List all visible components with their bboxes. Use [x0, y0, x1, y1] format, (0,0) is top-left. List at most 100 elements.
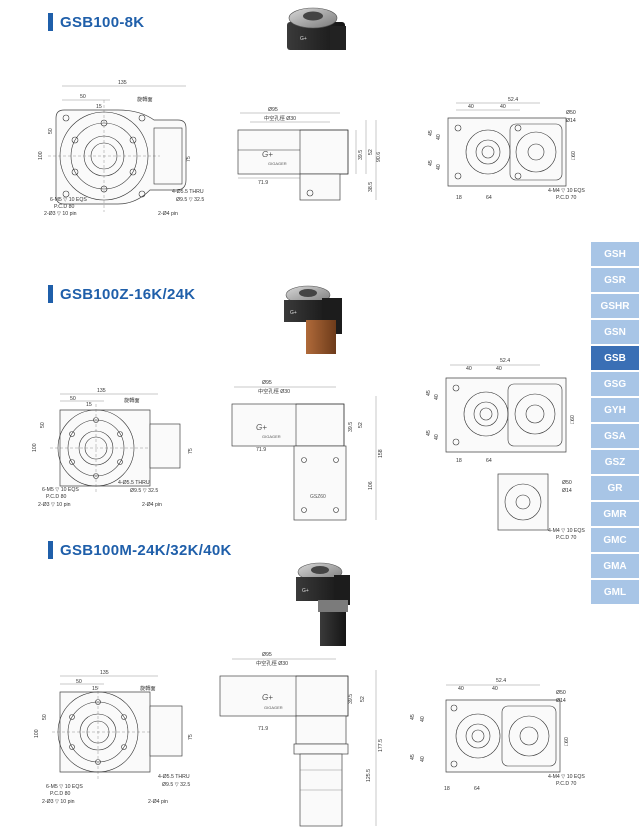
svg-text:50: 50	[80, 94, 86, 100]
svg-text:中空孔徑 Ø30: 中空孔徑 Ø30	[258, 387, 290, 395]
svg-text:40: 40	[458, 686, 464, 692]
svg-text:64: 64	[486, 195, 492, 201]
svg-text:52: 52	[358, 422, 364, 428]
svg-text:40: 40	[496, 366, 502, 372]
svg-text:旋轉面: 旋轉面	[140, 684, 156, 692]
section-title-gsb100z: GSB100Z-16K/24K	[48, 284, 195, 304]
svg-text:Ø50: Ø50	[556, 690, 566, 696]
svg-text:45: 45	[426, 390, 432, 396]
svg-text:2-Ø4 pin: 2-Ø4 pin	[158, 211, 178, 217]
svg-text:G+: G+	[256, 423, 267, 432]
svg-text:2-Ø3 ▽ 10 pin: 2-Ø3 ▽ 10 pin	[42, 799, 75, 805]
svg-text:15: 15	[92, 686, 98, 692]
svg-text:125.5: 125.5	[366, 769, 372, 782]
svg-text:中空孔徑 Ø30: 中空孔徑 Ø30	[264, 114, 296, 122]
tab-gsn[interactable]: GSN	[591, 320, 639, 344]
svg-text:75: 75	[188, 448, 194, 454]
svg-text:40: 40	[500, 104, 506, 110]
svg-text:100: 100	[38, 151, 44, 160]
svg-text:P.C.D 70: P.C.D 70	[556, 781, 576, 787]
svg-text:2-Ø4 pin: 2-Ø4 pin	[148, 799, 168, 805]
tab-gshr[interactable]: GSHR	[591, 294, 639, 318]
svg-text:40: 40	[436, 134, 442, 140]
tab-gma[interactable]: GMA	[591, 554, 639, 578]
svg-text:P.C.D 80: P.C.D 80	[50, 791, 70, 797]
svg-text:G+: G+	[262, 693, 273, 702]
svg-text:Ø14: Ø14	[566, 118, 576, 124]
svg-text:Ø9.5 ▽ 32.5: Ø9.5 ▽ 32.5	[162, 782, 190, 788]
tab-gsr[interactable]: GSR	[591, 268, 639, 292]
svg-text:75: 75	[186, 156, 192, 162]
svg-text:G+: G+	[262, 150, 273, 159]
tab-gmr[interactable]: GMR	[591, 502, 639, 526]
svg-text:71.9: 71.9	[258, 180, 268, 186]
svg-text:75: 75	[188, 734, 194, 740]
svg-text:GIGAGER: GIGAGER	[268, 161, 287, 166]
svg-text:G+: G+	[290, 310, 297, 316]
svg-text:2-Ø4 pin: 2-Ø4 pin	[142, 502, 162, 508]
svg-text:40: 40	[492, 686, 498, 692]
svg-text:40: 40	[434, 394, 440, 400]
tab-gsb[interactable]: GSB	[591, 346, 639, 370]
svg-text:45: 45	[428, 160, 434, 166]
svg-text:135: 135	[97, 388, 106, 394]
tab-gr[interactable]: GR	[591, 476, 639, 500]
svg-text:15: 15	[86, 402, 92, 408]
svg-text:□60: □60	[564, 737, 570, 746]
svg-text:39.5: 39.5	[358, 150, 364, 160]
title-bar-accent	[48, 13, 53, 31]
svg-text:旋轉面: 旋轉面	[137, 95, 153, 103]
svg-text:4-Ø5.5 THRU: 4-Ø5.5 THRU	[118, 480, 150, 486]
svg-text:100: 100	[34, 729, 40, 738]
svg-text:50: 50	[40, 422, 46, 428]
tab-gmc[interactable]: GMC	[591, 528, 639, 552]
svg-text:40: 40	[420, 756, 426, 762]
svg-text:52.4: 52.4	[500, 358, 510, 364]
product-photo-gsb100z: G+	[284, 285, 342, 354]
svg-text:P.C.D 70: P.C.D 70	[556, 535, 576, 541]
svg-text:4-Ø5.5 THRU: 4-Ø5.5 THRU	[172, 189, 204, 195]
svg-text:Ø95: Ø95	[262, 652, 272, 658]
svg-text:□60: □60	[571, 151, 577, 160]
svg-text:GIGAGER: GIGAGER	[264, 705, 283, 710]
svg-text:2-Ø3 ▽ 10 pin: 2-Ø3 ▽ 10 pin	[38, 502, 71, 508]
svg-text:GIGAGER: GIGAGER	[262, 434, 281, 439]
svg-text:18: 18	[444, 786, 450, 792]
svg-text:135: 135	[118, 80, 127, 86]
title-bar-accent	[48, 285, 53, 303]
svg-text:52: 52	[360, 696, 366, 702]
svg-text:18: 18	[456, 195, 462, 201]
top-view-drawing-3: 135 50 15 旋轉面 100 50 75 4-Ø5.5 THRU Ø9.5…	[34, 670, 194, 805]
svg-text:4-M4 ▽ 10 EQS: 4-M4 ▽ 10 EQS	[548, 188, 585, 194]
svg-text:39.5: 39.5	[348, 694, 354, 704]
svg-text:Ø50: Ø50	[566, 110, 576, 116]
tab-gsh[interactable]: GSH	[591, 242, 639, 266]
tab-gml[interactable]: GML	[591, 580, 639, 604]
svg-text:90.6: 90.6	[376, 152, 382, 162]
svg-text:G+: G+	[302, 588, 309, 594]
svg-text:50: 50	[70, 396, 76, 402]
svg-text:100: 100	[32, 443, 38, 452]
bottom-view-drawing-1: 52.4 40 40 Ø50 Ø14 □60 45 45 40 40 18 64…	[428, 97, 585, 201]
svg-text:135: 135	[100, 670, 109, 676]
section-title-gsb100m: GSB100M-24K/32K/40K	[48, 540, 232, 560]
svg-text:6-M5 ▽ 10 EQS: 6-M5 ▽ 10 EQS	[46, 784, 83, 790]
svg-text:64: 64	[474, 786, 480, 792]
tab-gsz[interactable]: GSZ	[591, 450, 639, 474]
svg-text:4-M4 ▽ 10 EQS: 4-M4 ▽ 10 EQS	[548, 528, 585, 534]
svg-text:45: 45	[426, 430, 432, 436]
svg-text:40: 40	[436, 164, 442, 170]
svg-text:50: 50	[76, 679, 82, 685]
svg-text:Ø95: Ø95	[268, 107, 278, 113]
svg-text:45: 45	[410, 714, 416, 720]
svg-text:40: 40	[468, 104, 474, 110]
tab-gsg[interactable]: GSG	[591, 372, 639, 396]
svg-text:40: 40	[466, 366, 472, 372]
svg-text:39.5: 39.5	[348, 422, 354, 432]
tab-gsa[interactable]: GSA	[591, 424, 639, 448]
svg-text:P.C.D 70: P.C.D 70	[556, 195, 576, 201]
svg-text:G+: G+	[300, 36, 307, 42]
svg-text:Ø14: Ø14	[562, 488, 572, 494]
tab-gyh[interactable]: GYH	[591, 398, 639, 422]
svg-text:158: 158	[378, 449, 384, 458]
